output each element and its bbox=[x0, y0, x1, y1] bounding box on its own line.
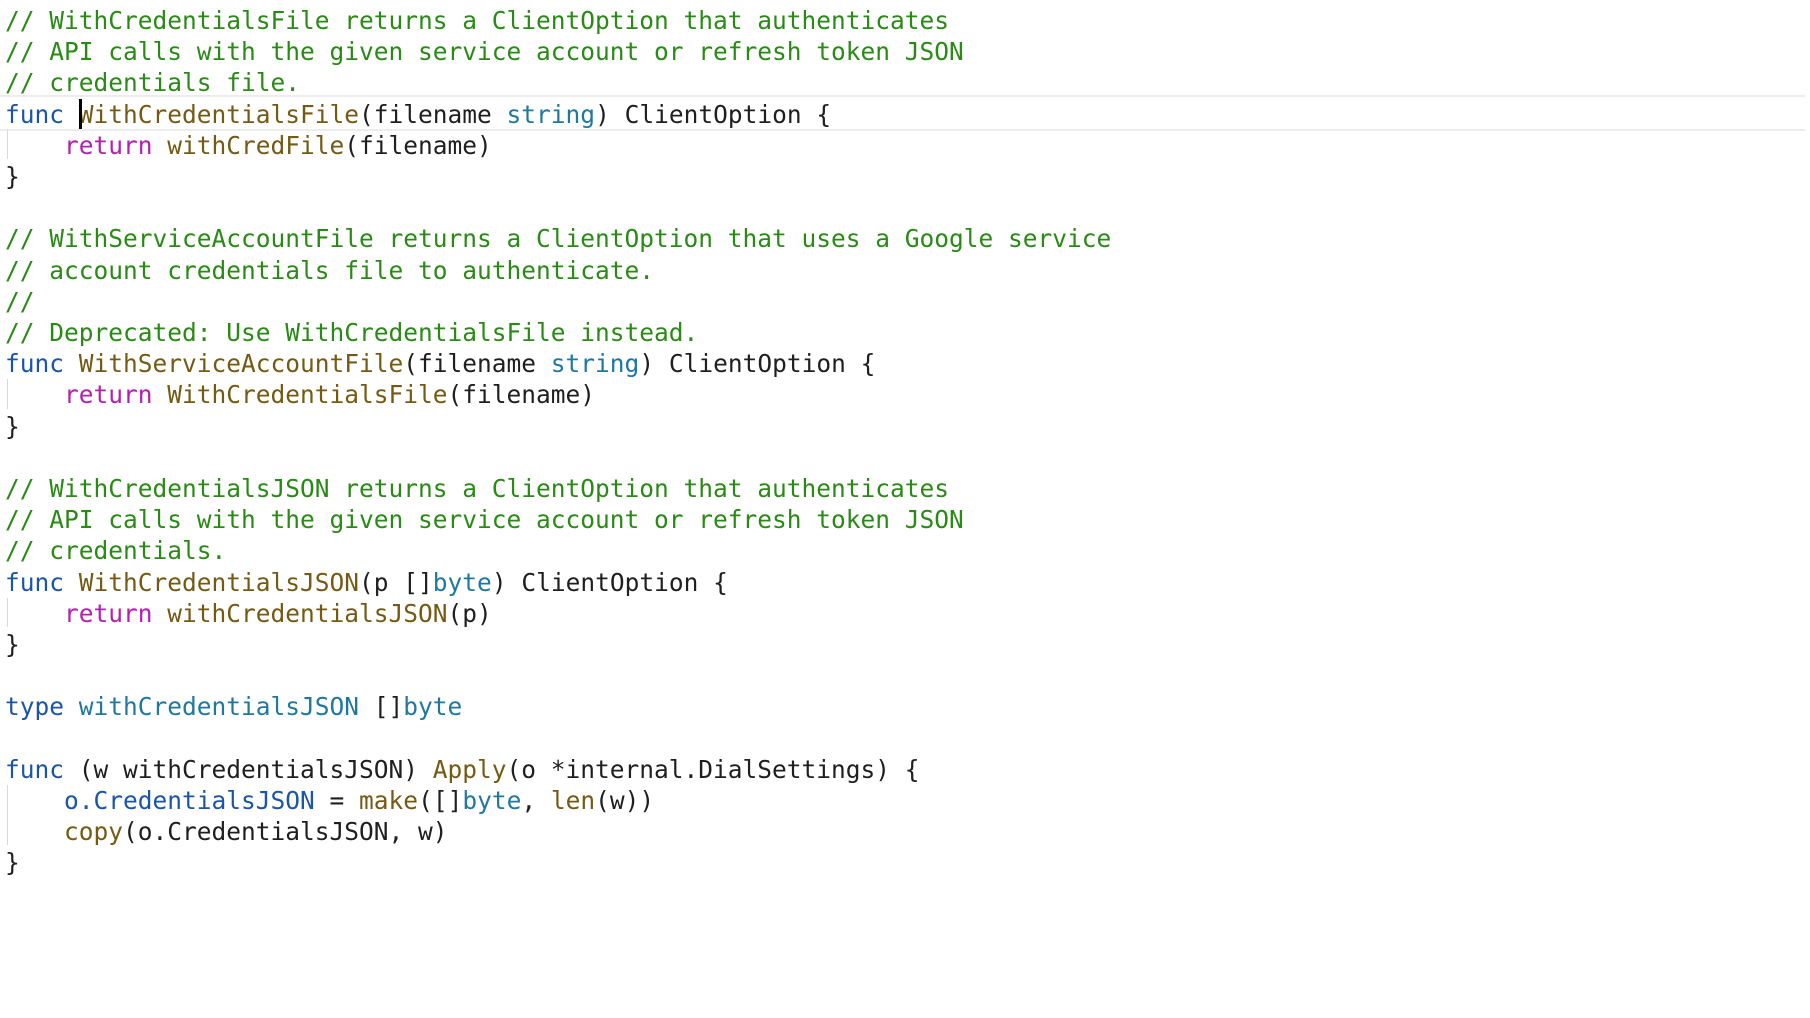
code-token: byte bbox=[462, 786, 522, 815]
code-line[interactable]: // account credentials file to authentic… bbox=[5, 253, 654, 289]
code-token: withCredentialsJSON bbox=[167, 598, 448, 628]
code-token: (filename bbox=[403, 349, 551, 379]
code-token: // WithServiceAccountFile returns a Clie… bbox=[5, 224, 1112, 254]
code-token: } bbox=[5, 630, 20, 659]
code-token: (filename) bbox=[344, 130, 492, 160]
code-token: func bbox=[5, 349, 79, 379]
code-line[interactable]: func (w withCredentialsJSON) Apply(o *in… bbox=[5, 752, 920, 788]
code-token: Apply bbox=[432, 754, 507, 784]
code-line[interactable]: // bbox=[5, 284, 35, 320]
code-token: withCredentialsJSON bbox=[78, 692, 360, 722]
indent-guide bbox=[7, 597, 8, 627]
code-line[interactable]: // credentials file. bbox=[5, 65, 300, 101]
code-token: // credentials file. bbox=[5, 68, 301, 98]
code-token: (w)) bbox=[595, 786, 655, 815]
code-token bbox=[5, 380, 64, 409]
code-token: (w withCredentialsJSON) bbox=[78, 754, 433, 784]
code-token: [] bbox=[359, 692, 404, 722]
code-line[interactable]: } bbox=[5, 627, 20, 663]
code-line[interactable]: // WithCredentialsJSON returns a ClientO… bbox=[5, 471, 949, 507]
code-token: o.CredentialsJSON bbox=[64, 786, 315, 815]
code-line[interactable]: return WithCredentialsFile(filename) bbox=[5, 377, 595, 413]
code-token: WithCredentialsFile bbox=[78, 99, 360, 129]
indent-guide bbox=[7, 129, 8, 159]
code-token: make bbox=[359, 786, 419, 815]
code-line[interactable]: func WithServiceAccountFile(filename str… bbox=[5, 346, 875, 382]
code-token: byte bbox=[432, 567, 492, 597]
code-line[interactable]: // API calls with the given service acco… bbox=[5, 34, 964, 70]
code-token: ) ClientOption { bbox=[595, 99, 832, 129]
code-token: WithServiceAccountFile bbox=[78, 349, 404, 379]
code-token bbox=[5, 786, 64, 815]
code-token: func bbox=[5, 99, 79, 129]
code-token: // WithCredentialsJSON returns a ClientO… bbox=[5, 474, 950, 503]
code-token: return bbox=[64, 380, 168, 410]
code-token: func bbox=[5, 754, 79, 784]
code-line[interactable]: } bbox=[5, 409, 20, 445]
code-token: string bbox=[550, 349, 640, 379]
code-line-current[interactable]: func WithCredentialsFile(filename string… bbox=[0, 94, 1805, 131]
code-line[interactable]: return withCredentialsJSON(p) bbox=[5, 596, 492, 632]
code-token: } bbox=[5, 162, 20, 191]
code-line[interactable]: // WithCredentialsFile returns a ClientO… bbox=[5, 3, 949, 39]
code-token: // WithCredentialsFile returns a ClientO… bbox=[5, 6, 950, 35]
code-token: // credentials. bbox=[5, 536, 227, 566]
code-token: string bbox=[506, 99, 596, 129]
code-line[interactable]: func WithCredentialsJSON(p []byte) Clien… bbox=[5, 565, 728, 601]
code-line[interactable]: // credentials. bbox=[5, 533, 226, 569]
code-token: byte bbox=[403, 692, 463, 722]
code-line[interactable]: // API calls with the given service acco… bbox=[5, 502, 964, 538]
code-token: ) ClientOption { bbox=[639, 349, 876, 379]
code-line[interactable]: o.CredentialsJSON = make([]byte, len(w)) bbox=[5, 783, 654, 819]
code-token: ([] bbox=[418, 786, 463, 815]
code-token: copy bbox=[64, 817, 124, 847]
code-token bbox=[5, 817, 64, 846]
code-token: // API calls with the given service acco… bbox=[5, 37, 964, 67]
code-token: (filename) bbox=[447, 380, 596, 410]
code-line[interactable]: return withCredFile(filename) bbox=[5, 128, 492, 164]
code-line[interactable]: } bbox=[5, 845, 20, 881]
code-token: // bbox=[5, 286, 35, 316]
code-line[interactable]: } bbox=[5, 159, 20, 195]
text-cursor bbox=[78, 98, 82, 129]
code-token: return bbox=[64, 130, 168, 160]
indent-guide bbox=[7, 379, 8, 409]
code-line[interactable]: // Deprecated: Use WithCredentialsFile i… bbox=[5, 315, 698, 351]
code-token: WithCredentialsJSON bbox=[78, 567, 360, 597]
code-token: len bbox=[550, 786, 596, 815]
code-token: // Deprecated: Use WithCredentialsFile i… bbox=[5, 318, 699, 347]
code-token: (p) bbox=[447, 598, 492, 628]
code-token: func bbox=[5, 567, 79, 597]
code-token bbox=[5, 599, 64, 628]
code-token: , bbox=[521, 786, 551, 815]
code-token: } bbox=[5, 848, 20, 878]
code-token: = bbox=[314, 786, 360, 815]
code-token: // account credentials file to authentic… bbox=[5, 255, 655, 285]
code-token: (p [] bbox=[359, 567, 433, 597]
code-token: WithCredentialsFile bbox=[167, 380, 448, 410]
code-token: (o.CredentialsJSON, w) bbox=[123, 817, 448, 847]
code-line[interactable]: copy(o.CredentialsJSON, w) bbox=[5, 814, 448, 850]
code-token: } bbox=[5, 411, 20, 441]
code-line[interactable]: type withCredentialsJSON []byte bbox=[5, 689, 462, 725]
code-token: type bbox=[5, 692, 79, 722]
code-token: withCredFile bbox=[167, 130, 345, 160]
code-token bbox=[5, 131, 64, 160]
code-token: (o *internal.DialSettings) { bbox=[506, 754, 920, 784]
code-token: ) ClientOption { bbox=[491, 567, 728, 597]
code-token: // API calls with the given service acco… bbox=[5, 505, 964, 535]
code-token: (filename bbox=[359, 99, 507, 129]
code-token: return bbox=[64, 598, 168, 628]
indent-guide bbox=[7, 785, 8, 846]
code-line[interactable]: // WithServiceAccountFile returns a Clie… bbox=[5, 221, 1111, 257]
